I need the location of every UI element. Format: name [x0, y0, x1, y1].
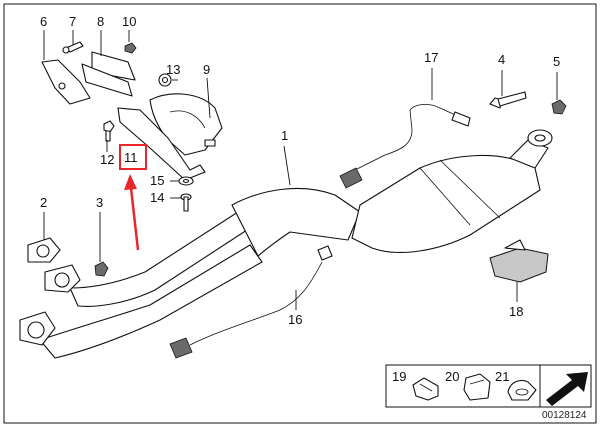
part-1-exhaust-pipe-assembly[interactable] — [39, 129, 553, 359]
callout-20: 20 — [445, 369, 459, 384]
arrow-pointer-icon — [546, 372, 588, 406]
callout-1: 1 — [281, 128, 288, 143]
part-21-clip[interactable] — [507, 379, 537, 401]
part-7-bolt[interactable] — [62, 41, 84, 54]
callout-3: 3 — [96, 195, 103, 210]
callout-13: 13 — [166, 62, 180, 77]
part-17-oxygen-sensor[interactable] — [339, 104, 471, 189]
part-13-nut[interactable] — [158, 73, 172, 87]
highlighted-callout-11: 11 — [119, 144, 147, 251]
part-12-bolt[interactable] — [103, 120, 115, 142]
part-6-bracket[interactable] — [41, 59, 91, 105]
part-19-clip[interactable] — [412, 377, 439, 401]
callout-5: 5 — [553, 54, 560, 69]
part-2-flange-gasket[interactable] — [19, 237, 81, 346]
part-15-washer[interactable] — [178, 176, 194, 186]
diagram-frame — [3, 3, 597, 424]
callout-10: 10 — [122, 14, 136, 29]
highlight-arrow-shaft — [129, 187, 140, 251]
callout-12: 12 — [100, 152, 114, 167]
diagram-reference-code: 00128124 — [542, 410, 587, 421]
callout-2: 2 — [40, 195, 47, 210]
leader-lines — [43, 30, 558, 310]
callout-16: 16 — [288, 312, 302, 327]
highlight-arrow-head — [124, 174, 137, 190]
callout-15: 15 — [150, 173, 164, 188]
callout-7: 7 — [69, 14, 76, 29]
part-18-bracket[interactable] — [489, 239, 549, 283]
callout-8: 8 — [97, 14, 104, 29]
part-10-nut[interactable] — [124, 42, 137, 54]
callout-21: 21 — [495, 369, 509, 384]
callout-9: 9 — [203, 62, 210, 77]
part-3-nut[interactable] — [94, 261, 109, 277]
part-11-bracket[interactable] — [117, 107, 206, 181]
callout-4: 4 — [498, 52, 505, 67]
callout-6: 6 — [40, 14, 47, 29]
callout-labels: 6 7 8 10 9 13 12 15 14 1 2 3 17 4 5 16 1… — [40, 14, 560, 327]
legend-box: 19 20 21 — [385, 364, 592, 408]
part-20-clip[interactable] — [463, 373, 491, 401]
callout-14: 14 — [150, 190, 164, 205]
part-4-bolt[interactable] — [489, 91, 527, 109]
callout-11: 11 — [124, 150, 138, 165]
callout-19: 19 — [392, 369, 406, 384]
part-14-bolt[interactable] — [180, 193, 192, 212]
highlight-box — [119, 144, 147, 170]
callout-18: 18 — [509, 304, 523, 319]
part-8-bracket[interactable] — [81, 51, 136, 97]
part-16-oxygen-sensor[interactable] — [169, 245, 333, 359]
part-5-nut[interactable] — [551, 99, 567, 115]
callout-17: 17 — [424, 50, 438, 65]
